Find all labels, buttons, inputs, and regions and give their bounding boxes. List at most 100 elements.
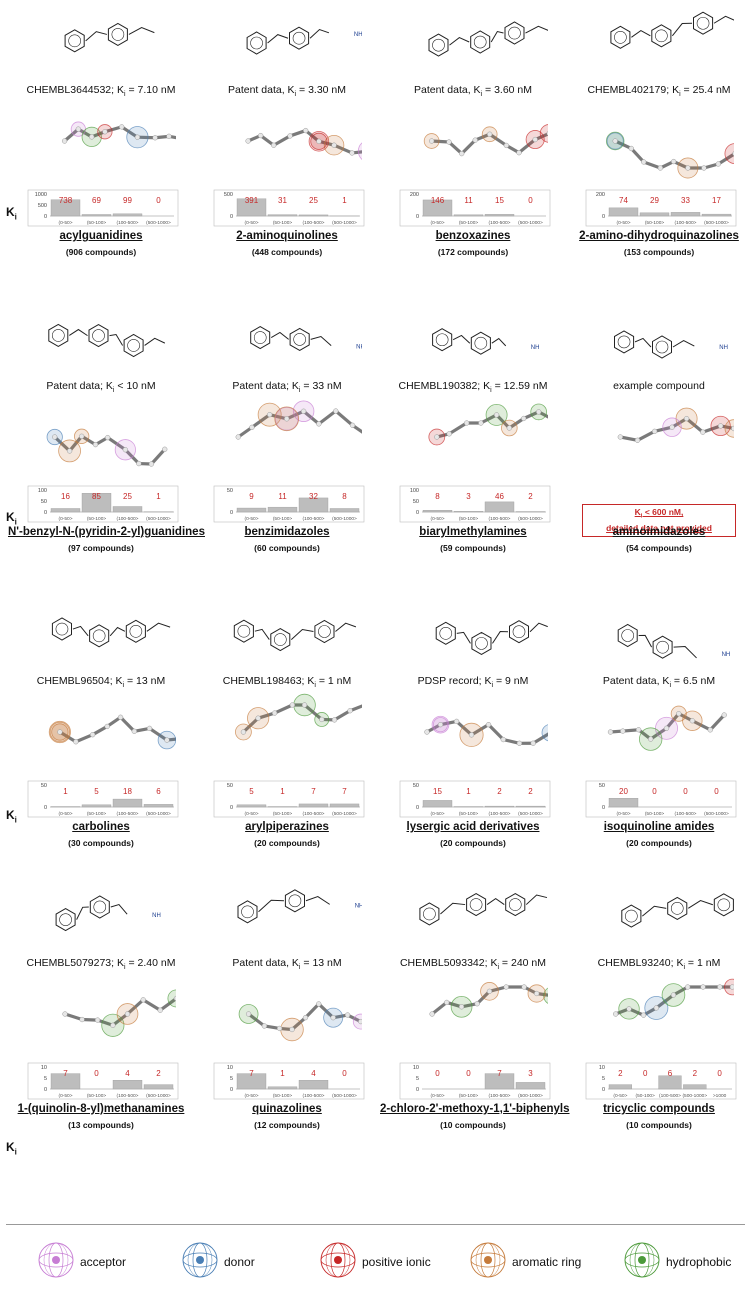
ki-subscript: i: [14, 1147, 17, 1157]
family-compound-count: (12 compounds): [254, 1120, 320, 1130]
caption-text: CHEMBL5079273; K: [26, 957, 124, 969]
bin-label: (0-50>: [617, 811, 631, 817]
y-tick-label: 100: [410, 488, 419, 494]
pharmacophore-model: [398, 693, 560, 771]
bin-label: (0-50>: [431, 811, 445, 817]
bar-count-label: 2: [497, 787, 502, 796]
bin-label: (500-1000>: [332, 516, 357, 522]
ki-histogram: 10500(0-50>0(50-100>7(100-500>3(500-1000…: [399, 1062, 551, 1100]
histogram-bar: [670, 212, 701, 217]
histogram-bar: [701, 213, 732, 217]
bar-count-label: 5: [249, 787, 254, 796]
bar-count-label: 1: [280, 787, 285, 796]
chemical-structure: NH: [26, 879, 176, 951]
bar-count-label: 0: [528, 196, 533, 205]
caption-value: = 12.59 nM: [491, 380, 548, 392]
bin-label: (500-1000>: [146, 811, 171, 817]
bin-label: (500-1000>: [146, 220, 171, 226]
histogram-bar: [453, 511, 484, 513]
histogram-bar: [112, 798, 143, 808]
bar-count-label: 25: [309, 196, 318, 205]
histogram-bar: [484, 214, 515, 217]
ki-row-label: Ki: [6, 510, 17, 526]
compound-caption: example compound: [566, 380, 751, 392]
bar-count-label: 8: [342, 492, 347, 501]
aromatic-ring-sphere-icon: [468, 1240, 508, 1285]
histogram-bar: [484, 805, 515, 808]
caption-text: example compound: [613, 380, 705, 392]
family-name: acylguanidines: [59, 230, 143, 242]
family-name: biarylmethylamines: [419, 526, 527, 538]
histogram-bar: [112, 1080, 143, 1090]
y-tick-label: 50: [227, 488, 233, 494]
legend-label: aromatic ring: [512, 1255, 582, 1269]
family-name: arylpiperazines: [245, 821, 329, 833]
bar-count-label: 4: [311, 1069, 316, 1078]
chemical-structure: NH: [212, 597, 390, 669]
compound-caption: Patent data; Ki = 33 nM: [194, 380, 380, 394]
caption-subscript: i: [124, 964, 126, 972]
bin-label: (50-100>: [459, 516, 479, 522]
caption-value: = 6.5 nM: [671, 675, 716, 687]
bar-count-label: 0: [94, 1069, 99, 1078]
bar-count-label: 2: [528, 492, 533, 501]
svg-text:NH: NH: [719, 345, 728, 351]
family-compound-count: (20 compounds): [440, 838, 506, 848]
note-line-2: detailed data not provided: [606, 522, 712, 533]
y-tick-label: 0: [230, 1087, 233, 1093]
ki-letter: K: [6, 510, 15, 524]
bin-label: (0-50>: [613, 1093, 627, 1099]
caption-text: Patent data, K: [602, 675, 670, 687]
histogram-bar: [683, 1084, 707, 1090]
bin-label: (50-100>: [273, 811, 293, 817]
histogram-bar: [422, 199, 453, 217]
bin-label: (500-1000>: [518, 1093, 543, 1099]
bar-count-label: 0: [435, 1069, 440, 1078]
ki-histogram: 10502(0-50>0(50-100>6(100-500>2(500-1000…: [585, 1062, 737, 1100]
histogram-bar: [236, 1073, 267, 1090]
ki-histogram: 50020(0-50>0(50-100>0(100-500>0(500-1000…: [585, 780, 737, 818]
bar-count-label: 738: [59, 196, 73, 205]
chemical-structure: NH: [398, 879, 581, 951]
bar-count-label: 7: [311, 787, 316, 796]
bin-label: (0-50>: [431, 516, 445, 522]
bar-count-label: 18: [123, 787, 132, 796]
bar-count-label: 99: [123, 196, 132, 205]
compound-caption: Patent data, Ki = 3.60 nM: [380, 84, 566, 98]
svg-text:NH: NH: [531, 345, 540, 351]
bin-label: (0-50>: [617, 220, 631, 226]
histogram-bar: [50, 508, 81, 513]
bar-count-label: 1: [156, 492, 161, 501]
bar-count-label: 32: [309, 492, 318, 501]
bar-count-label: 0: [342, 1069, 347, 1078]
bar-count-label: 0: [466, 1069, 471, 1078]
caption-text: CHEMBL93240; K: [597, 957, 684, 969]
histogram-bar: [484, 1073, 515, 1090]
bin-label: (500-1000>: [332, 220, 357, 226]
svg-text:NH: NH: [722, 652, 731, 658]
bar-count-label: 0: [156, 196, 161, 205]
caption-value: = 13 nM: [300, 957, 342, 969]
pharmacophore-model: [212, 398, 372, 476]
legend-item-donor: donor: [180, 1240, 255, 1284]
bin-label: (0-50>: [245, 220, 259, 226]
bin-label: (100-500>: [488, 811, 510, 817]
compound-family-block: NHCHEMBL5093342; Ki = 240 nM10500(0-50>0…: [380, 873, 581, 1213]
family-name: 1-(quinolin-8-yl)methanamines: [17, 1103, 185, 1115]
compound-family-block: NHPDSP record; Ki = 9 nM50015(0-50>1(50-…: [384, 591, 581, 873]
histogram-bar: [267, 214, 298, 217]
y-tick-label: 5: [230, 1076, 233, 1082]
bin-label: (100-500>: [116, 220, 138, 226]
pharmacophore-model: [26, 693, 188, 771]
ki-letter: K: [6, 808, 15, 822]
caption-subscript: i: [491, 682, 494, 690]
bar-count-label: 146: [431, 196, 445, 205]
hydrophobic-sphere-icon: [622, 1240, 662, 1285]
bar-count-label: 11: [464, 196, 473, 205]
family-compound-count: (448 compounds): [251, 247, 323, 257]
caption-value: < 10 nM: [114, 380, 156, 392]
